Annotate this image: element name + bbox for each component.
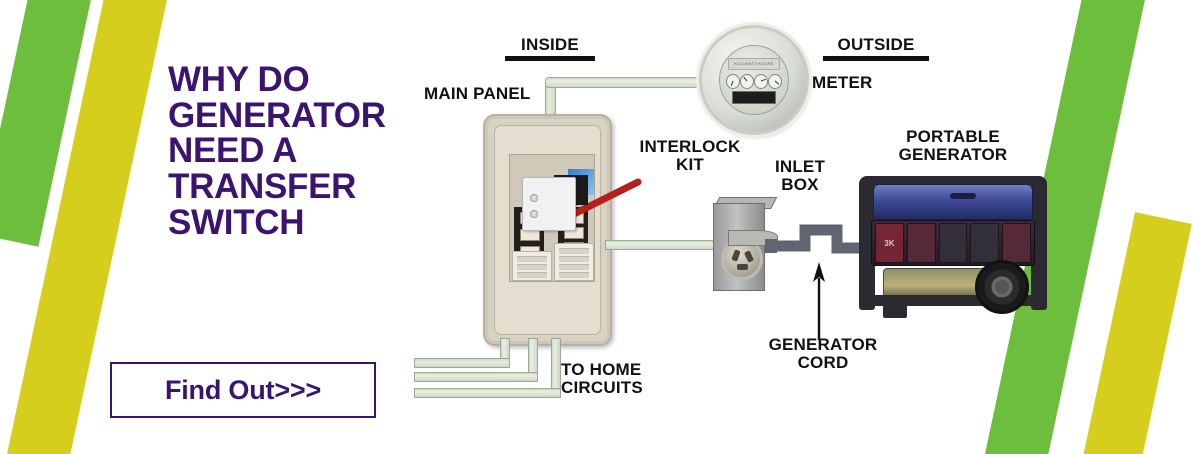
- deadfront-slot: [517, 272, 547, 278]
- find-out-button-label: Find Out>>>: [164, 374, 322, 405]
- zone-label-inside-text: INSIDE: [521, 35, 579, 55]
- conduit-home-run-3: [414, 388, 561, 398]
- conduit-home-run-2: [414, 372, 538, 382]
- deadfront-slot: [559, 272, 589, 278]
- generator-control-cell: [906, 223, 936, 263]
- generator-control-cell: [970, 223, 1000, 263]
- deadfront-slot: [517, 264, 547, 270]
- interlock-screw: [530, 210, 538, 218]
- generator-fuel-cap: [949, 193, 976, 199]
- generator-control-cell: [938, 223, 968, 263]
- meter-dial: [726, 73, 740, 89]
- inlet-box-body: [713, 203, 778, 291]
- label-inlet-box: INLET BOX: [774, 157, 826, 195]
- electric-meter: KILOWATTHOURS: [699, 25, 809, 135]
- conduit-home-run-1: [414, 358, 510, 368]
- conduit-panel-to-meter: [545, 77, 710, 88]
- up-arrow-icon: [813, 262, 825, 340]
- generator-fuel-tank: [873, 184, 1033, 220]
- panel-interior: [494, 125, 601, 335]
- inlet-prong: [743, 250, 755, 263]
- headline-line-5: SWITCH: [168, 202, 305, 242]
- label-meter: METER: [812, 73, 873, 92]
- headline-line-3: NEED A: [168, 131, 298, 171]
- interlock-kit-plate: [522, 177, 576, 231]
- label-interlock-kit: INTERLOCK KIT: [639, 137, 741, 175]
- zone-label-outside-underline: [823, 56, 929, 62]
- conduit-panel-to-inlet: [605, 240, 721, 250]
- generator-frame-top: [863, 176, 1043, 185]
- generator-foot: [883, 304, 907, 318]
- meter-face: KILOWATTHOURS: [719, 45, 789, 115]
- label-portable-generator: PORTABLE GENERATOR: [898, 127, 1008, 165]
- generator-wheel: [975, 260, 1029, 314]
- generator-control-cell: [1002, 223, 1031, 263]
- panel-deadfront-right: [554, 243, 594, 281]
- page-title: WHY DO GENERATOR NEED A TRANSFER SWITCH: [168, 62, 468, 240]
- label-to-home-circuits: TO HOME CIRCUITS: [561, 360, 643, 398]
- interlock-screw: [530, 194, 538, 202]
- meter-display: [732, 91, 776, 104]
- meter-dial: [740, 73, 754, 89]
- label-main-panel: MAIN PANEL: [424, 84, 531, 103]
- label-generator-cord: GENERATOR CORD: [768, 335, 878, 373]
- panel-deadfront-left: [512, 251, 552, 281]
- deadfront-slot: [559, 256, 589, 262]
- breaker-deck: [509, 154, 595, 282]
- headline-line-1: WHY DO: [168, 60, 310, 99]
- generator-badge: 3K: [875, 223, 904, 263]
- deadfront-slot: [517, 256, 547, 262]
- main-electrical-panel: [483, 114, 612, 346]
- generator-frame-right: [1031, 176, 1047, 310]
- deadfront-slot: [559, 248, 589, 254]
- zone-label-outside: OUTSIDE: [823, 18, 929, 79]
- generator-inlet-box: [713, 197, 778, 291]
- headline-line-2: GENERATOR: [168, 95, 386, 135]
- zone-label-inside: INSIDE: [505, 18, 595, 79]
- meter-dial: [754, 73, 768, 89]
- find-out-button[interactable]: Find Out>>>: [110, 362, 376, 418]
- generator-frame-left: [859, 176, 875, 310]
- generator-frame-bottom: [863, 295, 1043, 306]
- generator-control-panel: 3K: [871, 220, 1035, 266]
- inlet-prong: [731, 249, 741, 262]
- portable-generator: 3K: [855, 172, 1051, 320]
- zone-label-inside-underline: [505, 56, 595, 62]
- deadfront-slot: [559, 264, 589, 270]
- meter-dial: [768, 73, 782, 89]
- inlet-prong: [737, 264, 748, 270]
- headline-line-4: TRANSFER: [168, 167, 357, 207]
- meter-dials: [726, 72, 782, 90]
- zone-label-outside-text: OUTSIDE: [837, 35, 915, 55]
- meter-nameplate: KILOWATTHOURS: [728, 58, 780, 70]
